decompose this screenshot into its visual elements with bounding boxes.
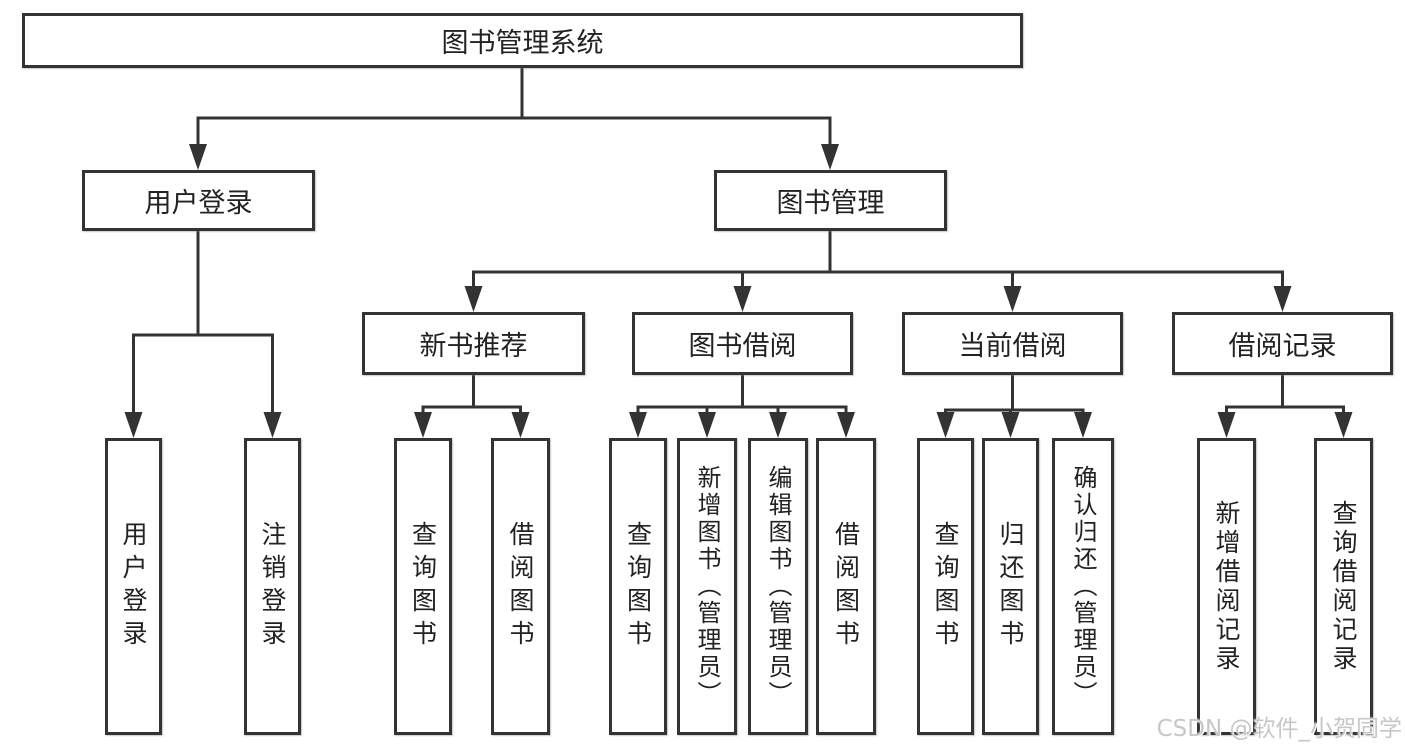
leaf-edit-book-admin: 编辑图书（管理员） [748,438,808,735]
node-user-login: 用户登录 [82,170,315,231]
csdn-watermark: CSDN @软件_小贺同学 [1156,716,1402,742]
leaf-confirm-return-admin-label: 确认归还（管理员） [1069,465,1097,708]
node-new-book-recommend: 新书推荐 [362,312,585,375]
leaf-add-book-admin-label: 新增图书（管理员） [693,465,721,708]
leaf-logout: 注销登录 [244,438,301,735]
leaf-return-books-label: 归还图书 [996,520,1025,653]
leaf-query-books-current: 查询图书 [917,438,974,735]
node-current-borrowing-label: 当前借阅 [958,331,1067,362]
leaf-borrow-books-recommend-label: 借阅图书 [506,520,535,653]
leaf-add-borrow-record: 新增借阅记录 [1197,438,1256,735]
node-book-borrowing-label: 图书借阅 [688,331,797,362]
leaf-user-login-label: 用户登录 [119,520,148,653]
leaf-return-books: 归还图书 [982,438,1039,735]
node-borrowing-records-label: 借阅记录 [1228,331,1337,362]
node-borrowing-records: 借阅记录 [1172,312,1393,375]
leaf-add-book-admin: 新增图书（管理员） [677,438,737,735]
leaf-query-borrow-record: 查询借阅记录 [1314,438,1373,735]
leaf-borrow-books-borrowing-label: 借阅图书 [831,520,861,653]
leaf-query-books-current-label: 查询图书 [931,520,960,653]
node-new-book-recommend-label: 新书推荐 [419,331,528,362]
leaf-query-books-recommend: 查询图书 [394,438,452,735]
leaf-confirm-return-admin: 确认归还（管理员） [1052,438,1114,735]
leaf-user-login: 用户登录 [105,438,162,735]
node-book-borrowing: 图书借阅 [632,312,853,375]
leaf-edit-book-admin-label: 编辑图书（管理员） [764,465,792,708]
node-book-management-label: 图书管理 [776,188,885,219]
leaf-query-books-recommend-label: 查询图书 [408,520,438,653]
node-library-system-label: 图书管理系统 [441,28,604,59]
leaf-borrow-books-borrowing: 借阅图书 [816,438,876,735]
node-current-borrowing: 当前借阅 [902,312,1123,375]
leaf-query-borrow-record-label: 查询借阅记录 [1329,499,1358,674]
node-book-management: 图书管理 [714,170,947,231]
leaf-add-borrow-record-label: 新增借阅记录 [1212,499,1241,674]
leaf-query-books-borrowing-label: 查询图书 [623,520,653,653]
leaf-logout-label: 注销登录 [258,520,287,653]
leaf-borrow-books-recommend: 借阅图书 [491,438,550,735]
leaf-query-books-borrowing: 查询图书 [609,438,667,735]
node-user-login-label: 用户登录 [144,188,253,219]
node-library-system: 图书管理系统 [22,13,1023,68]
